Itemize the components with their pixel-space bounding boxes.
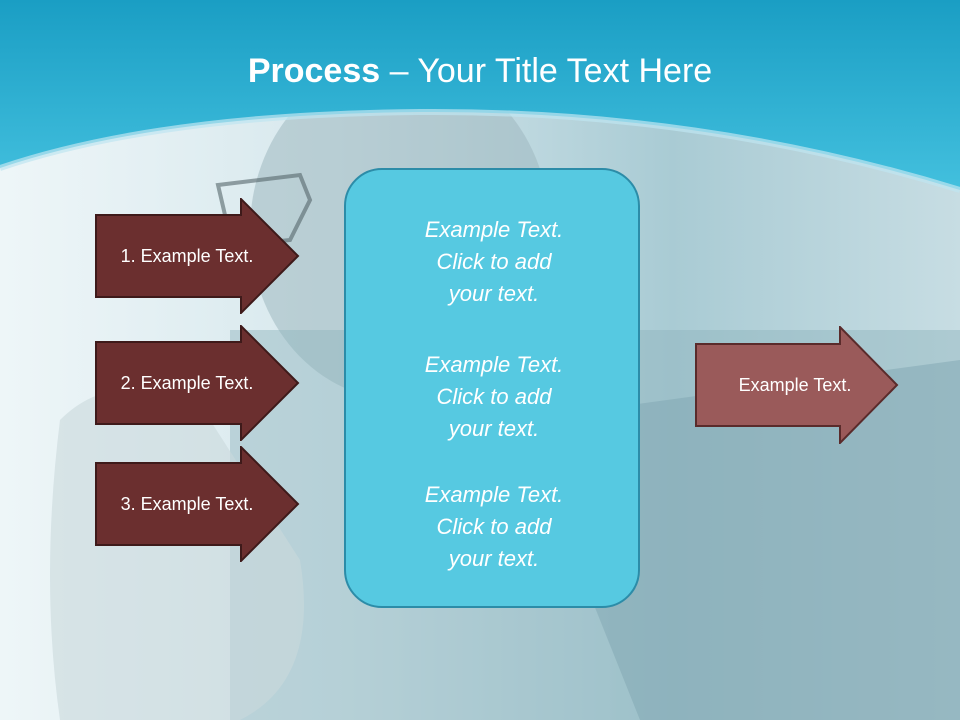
box-paragraph-1[interactable]: Example Text. Click to add your text. (424, 217, 564, 306)
arrow-label: 3. Example Text. (120, 493, 254, 514)
title-bold: Process (247, 52, 381, 90)
slide-title: Process – Your Title Text Here (0, 52, 960, 91)
process-arrow-2[interactable]: 2. Example Text. (95, 325, 300, 441)
arrow-shape (95, 446, 300, 562)
box-paragraph-3[interactable]: Example Text. Click to add your text. (424, 482, 564, 571)
process-arrow-3[interactable]: 3. Example Text. (95, 446, 300, 562)
header-band (0, 0, 960, 190)
arrow-shape (95, 325, 300, 441)
process-arrow-1[interactable]: 1. Example Text. (95, 198, 300, 314)
arrow-shape (95, 198, 300, 314)
result-arrow[interactable]: Example Text. (695, 326, 899, 444)
header-highlight (0, 108, 960, 193)
arrow-shape (695, 326, 899, 444)
arrow-label: Example Text. (738, 374, 852, 395)
box-paragraph-2[interactable]: Example Text. Click to add your text. (424, 352, 564, 441)
arrow-label: 2. Example Text. (120, 372, 254, 393)
arrow-label: 1. Example Text. (120, 245, 254, 266)
center-text-box[interactable]: Example Text. Click to add your text. Ex… (344, 168, 640, 608)
title-rest: Your Title Text Here (417, 52, 713, 90)
title-separator: – (380, 52, 418, 90)
